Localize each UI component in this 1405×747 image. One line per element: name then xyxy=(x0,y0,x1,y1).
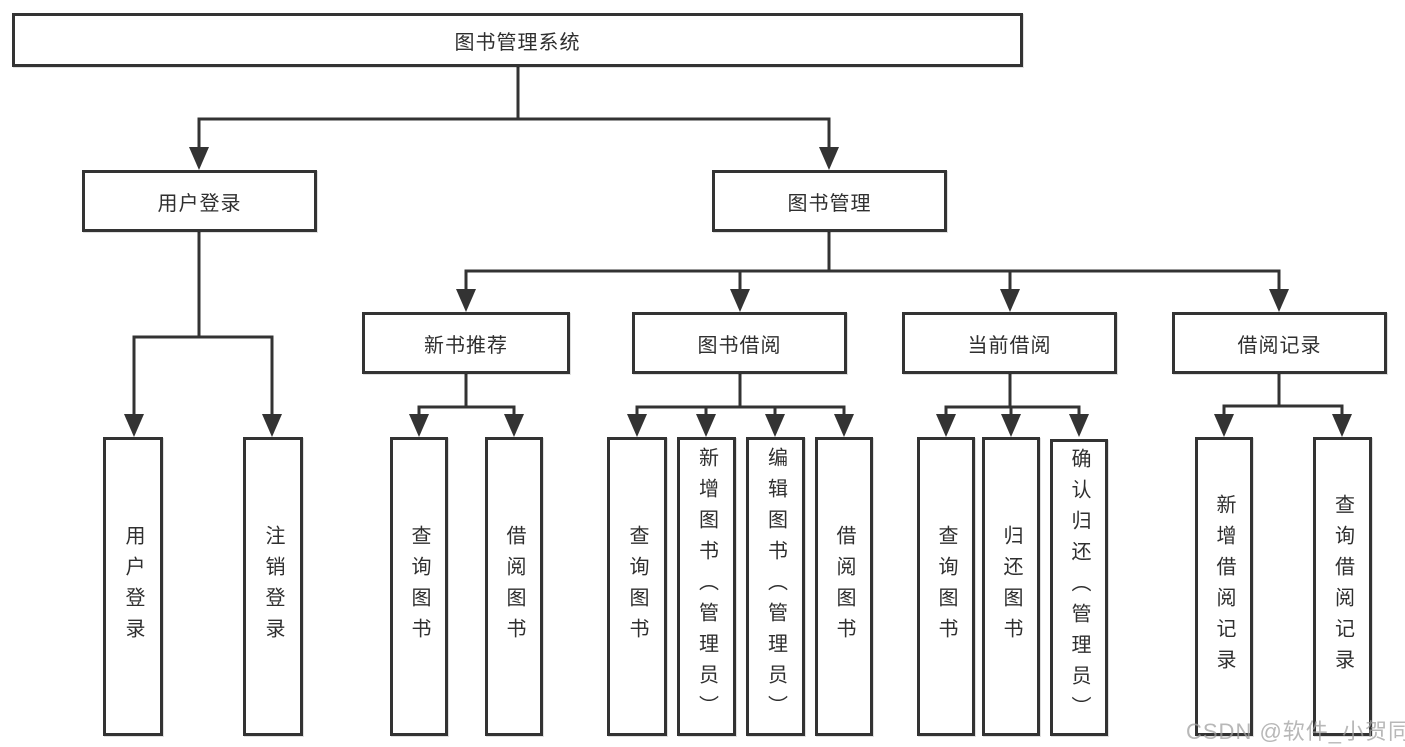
node-book-management: 图书管理 xyxy=(712,170,947,232)
leaf-logout-login: 注销登录 xyxy=(243,437,303,736)
leaf-add-books-admin-label: 新增图书（管理员） xyxy=(695,447,718,726)
node-new-book-recommend-label: 新书推荐 xyxy=(424,334,508,357)
node-book-borrow: 图书借阅 xyxy=(632,312,847,374)
leaf-confirm-return-admin: 确认归还（管理员） xyxy=(1050,439,1108,736)
leaf-borrow-books-2-label: 借阅图书 xyxy=(833,524,855,649)
leaf-logout-login-label: 注销登录 xyxy=(262,524,284,649)
leaf-query-borrow-record: 查询借阅记录 xyxy=(1313,437,1372,736)
node-current-borrow: 当前借阅 xyxy=(902,312,1117,374)
leaf-query-borrow-record-label: 查询借阅记录 xyxy=(1331,493,1354,680)
node-new-book-recommend: 新书推荐 xyxy=(362,312,570,374)
leaf-add-books-admin: 新增图书（管理员） xyxy=(677,437,736,736)
leaf-query-books-2-label: 查询图书 xyxy=(626,524,648,649)
leaf-add-borrow-record-label: 新增借阅记录 xyxy=(1213,493,1235,680)
node-root-label: 图书管理系统 xyxy=(454,31,581,54)
leaf-query-books-2: 查询图书 xyxy=(607,437,667,736)
leaf-user-login-label: 用户登录 xyxy=(122,524,144,649)
leaf-query-books-1-label: 查询图书 xyxy=(408,524,430,649)
node-borrow-records-label: 借阅记录 xyxy=(1237,334,1322,357)
node-book-management-label: 图书管理 xyxy=(787,192,872,215)
node-current-borrow-label: 当前借阅 xyxy=(967,334,1052,357)
leaf-add-borrow-record: 新增借阅记录 xyxy=(1195,437,1253,736)
leaf-borrow-books-2: 借阅图书 xyxy=(815,437,873,736)
leaf-user-login: 用户登录 xyxy=(103,437,163,736)
node-root: 图书管理系统 xyxy=(12,13,1023,67)
node-borrow-records: 借阅记录 xyxy=(1172,312,1387,374)
leaf-borrow-books-1-label: 借阅图书 xyxy=(503,524,525,649)
leaf-query-books-3: 查询图书 xyxy=(917,437,975,736)
leaf-return-books: 归还图书 xyxy=(982,437,1040,736)
leaf-confirm-return-admin-label: 确认归还（管理员） xyxy=(1068,448,1090,727)
node-book-borrow-label: 图书借阅 xyxy=(697,334,782,357)
leaf-edit-books-admin-label: 编辑图书（管理员） xyxy=(764,447,787,726)
node-user-login: 用户登录 xyxy=(82,170,317,232)
leaf-return-books-label: 归还图书 xyxy=(1000,524,1022,649)
leaf-borrow-books-1: 借阅图书 xyxy=(485,437,543,736)
leaf-edit-books-admin: 编辑图书（管理员） xyxy=(746,437,805,736)
csdn-watermark: CSDN @软件_小贺同学 xyxy=(1186,719,1405,744)
node-user-login-label: 用户登录 xyxy=(157,192,242,215)
leaf-query-books-1: 查询图书 xyxy=(390,437,448,736)
leaf-query-books-3-label: 查询图书 xyxy=(935,524,957,649)
